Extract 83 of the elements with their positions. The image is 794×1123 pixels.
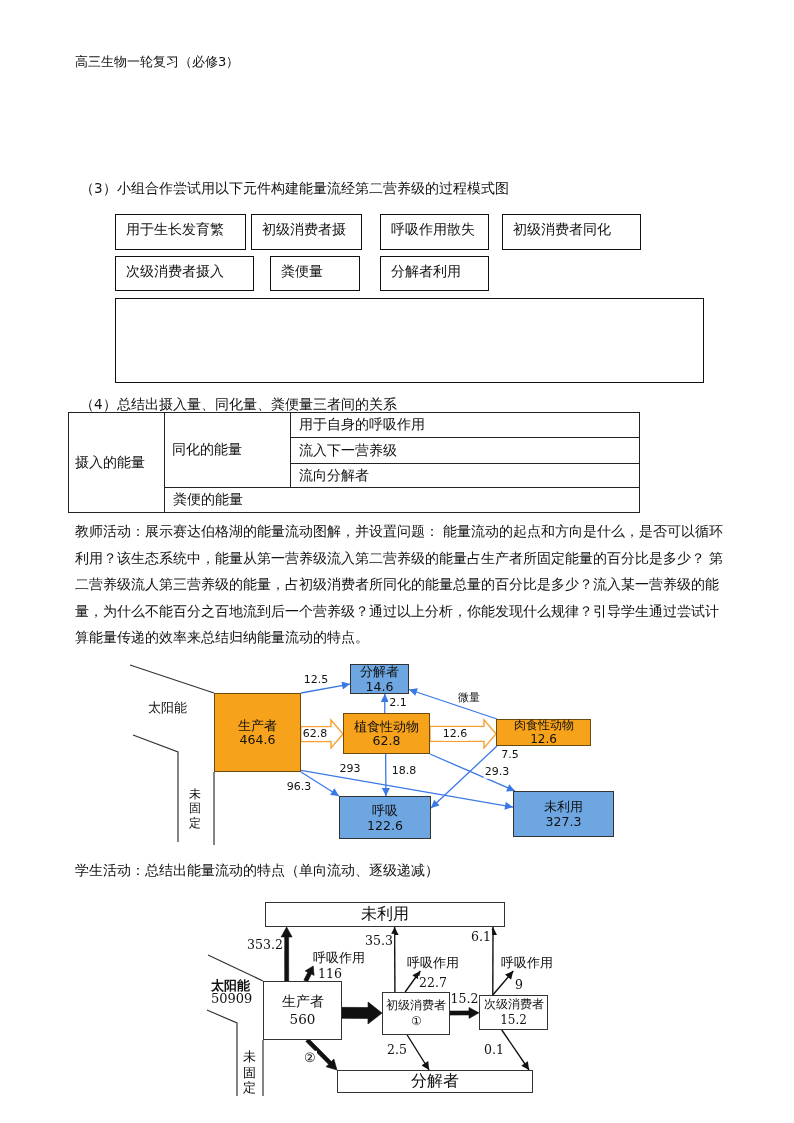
term-label: 呼吸作用散失 <box>391 221 475 239</box>
term-box <box>115 214 246 250</box>
circled-number: ① <box>410 1013 422 1030</box>
energy-pool-box <box>350 664 409 694</box>
node-title: 分解者 <box>360 664 399 679</box>
node-title: 植食性动物 <box>354 719 419 734</box>
node-title: 次级消费者 <box>483 996 544 1013</box>
energy-value: 12.6 <box>530 732 557 746</box>
term-box <box>251 214 362 250</box>
region-label: 未固定 <box>189 787 202 831</box>
node-title: 呼吸 <box>372 802 398 818</box>
flow-arrow <box>300 681 351 694</box>
energy-value: 62.8 <box>372 733 401 748</box>
table-cell: 用于自身的呼吸作用 <box>290 412 640 438</box>
process-label: 呼吸作用 <box>406 955 459 971</box>
thick-arrow <box>303 965 315 983</box>
term-box <box>502 214 641 250</box>
answer-box <box>115 298 704 383</box>
trophic-level-box <box>343 713 430 754</box>
flow-arrow <box>492 970 514 996</box>
trophic-level-box <box>214 693 301 772</box>
thick-arrow <box>449 1007 480 1019</box>
flow-arrow <box>300 771 340 797</box>
term-box <box>380 256 489 291</box>
region-label: 太阳能 <box>148 700 187 716</box>
flow-arrow <box>489 926 497 996</box>
activity-text: 学生活动：总结出能量流动的特点（单向流动、逐级递减） <box>75 862 439 879</box>
flow-arrow <box>300 769 514 810</box>
energy-value: 560 <box>289 1010 316 1029</box>
activity-paragraph: 教师活动：展示赛达伯格湖的能量流动图解，并设置问题： 能量流动的起点和方向是什么，是否可以循环利用？该生态系统中，能量从第一营养级流入第二营养级的能量占生产者所固定能量的百分比是多少？ 第二营养级流人第三营养级的能量，占初级消费者所同化的能量总量的百分比是多少？流入某一营养级的能量，为什么不能百分之百地流到后一个营养级？通过以上分析，你能发现什么规律？引导学生通过尝试计算能量传递的效率来总结归纳能量流动的特点。 <box>75 522 725 647</box>
table-cell: 摄入的能量 <box>68 412 165 513</box>
term-label: 分解者利用 <box>391 263 461 281</box>
node-title: 肉食性动物 <box>513 719 574 733</box>
edge-label: 微量 <box>457 691 481 705</box>
region-label: 未固定 <box>243 1049 257 1096</box>
flow-arrow <box>381 753 390 797</box>
table-cell: 粪便的能量 <box>164 487 640 513</box>
term-label: 次级消费者摄入 <box>126 263 224 281</box>
thick-arrow <box>341 1001 383 1025</box>
node-title: 生产者 <box>281 992 324 1011</box>
thick-arrow <box>280 926 293 982</box>
flow-arrow <box>429 753 516 792</box>
term-box <box>380 214 489 250</box>
edge-label: ② <box>303 1050 317 1066</box>
section-heading: （3）小组合作尝试用以下元件构建能量流经第二营养级的过程模式图 <box>80 180 509 197</box>
flow-arrow <box>430 745 498 809</box>
term-label: 粪便量 <box>281 263 323 281</box>
node-title: 分解者 <box>411 1071 459 1092</box>
energy-pool-box <box>339 796 431 839</box>
term-box <box>270 256 360 291</box>
trophic-level-box <box>263 981 342 1040</box>
trophic-level-box <box>496 719 591 746</box>
flow-arrow <box>501 1029 530 1071</box>
energy-value: 15.2 <box>500 1012 527 1029</box>
process-label: 呼吸作用 <box>500 955 553 971</box>
node-title: 未利用 <box>361 904 409 925</box>
process-label: 呼吸作用 <box>311 950 367 966</box>
flow-arrow <box>406 1034 430 1071</box>
node-title: 初级消费者 <box>386 997 446 1014</box>
flow-arrow <box>380 693 389 714</box>
flow-arrow <box>404 970 421 993</box>
node-title: 未利用 <box>544 799 583 814</box>
term-label: 初级消费者摄 <box>262 221 346 239</box>
flow-arrow <box>408 688 498 720</box>
section-heading: （4）总结出摄入量、同化量、粪便量三者间的关系 <box>80 396 397 413</box>
trophic-level-box <box>479 995 548 1030</box>
edge-label: 29.3 <box>483 765 511 779</box>
energy-value: 327.3 <box>545 814 582 829</box>
energy-pool-box <box>513 791 614 837</box>
term-label: 用于生长发育繁 <box>126 221 224 239</box>
node-title: 生产者 <box>238 718 277 733</box>
page-header: 高三生物一轮复习（必修3） <box>75 53 240 71</box>
flow-box <box>265 902 505 927</box>
region-label: 太阳能 <box>211 978 250 994</box>
term-label: 初级消费者同化 <box>513 221 611 239</box>
energy-value: 122.6 <box>367 817 403 833</box>
term-box <box>115 256 254 291</box>
flow-box <box>337 1070 533 1093</box>
energy-value: 464.6 <box>239 732 276 747</box>
trophic-level-box <box>382 992 450 1035</box>
thick-arrow <box>305 1038 338 1071</box>
energy-value: 14.6 <box>365 679 394 694</box>
energy-value: 50909 <box>211 991 253 1007</box>
